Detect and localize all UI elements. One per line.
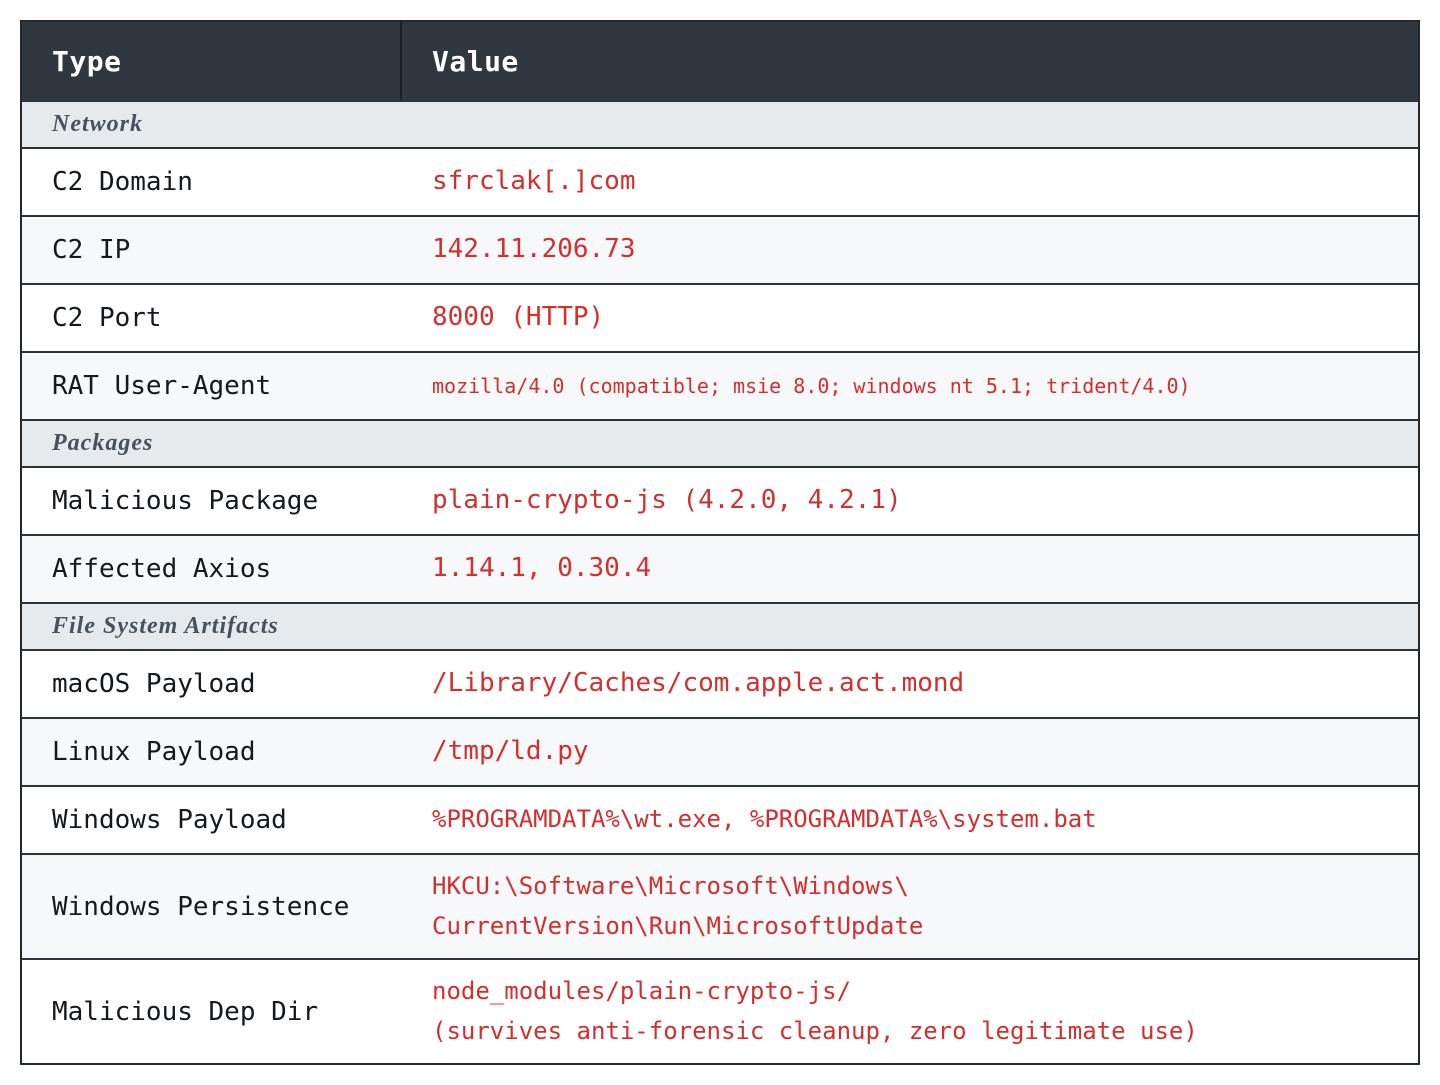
row-value: 1.14.1, 0.30.4 [432,553,652,584]
section-row: Packages [22,419,1418,466]
table-row: RAT User-Agent mozilla/4.0 (compatible; … [22,351,1418,419]
row-value: %PROGRAMDATA%\wt.exe, %PROGRAMDATA%\syst… [432,805,1097,834]
row-type: Windows Persistence [52,891,350,922]
column-header-type-label: Type [52,44,122,78]
row-type: RAT User-Agent [52,371,272,401]
row-type: C2 IP [52,235,131,265]
row-type: Malicious Package [52,486,319,516]
table-row: C2 Port 8000 (HTTP) [22,283,1418,351]
section-title: File System Artifacts [52,613,279,639]
table-header: Type Value [22,22,1418,100]
row-value: 142.11.206.73 [432,234,636,265]
row-type: Linux Payload [52,737,256,767]
row-value-line: CurrentVersion\Run\MicrosoftUpdate [432,911,924,940]
table-row: Windows Persistence HKCU:\Software\Micro… [22,853,1418,959]
row-value-line: (survives anti-forensic cleanup, zero le… [432,1016,1198,1045]
row-type: C2 Domain [52,167,193,197]
ioc-table: Type Value Network C2 Domain sfrclak[.]c… [20,20,1420,1066]
table-row: C2 Domain sfrclak[.]com [22,147,1418,215]
column-header-value: Value [402,22,1418,100]
section-title: Network [52,111,143,137]
row-type: macOS Payload [52,669,256,699]
table-row: Windows Payload %PROGRAMDATA%\wt.exe, %P… [22,785,1418,853]
table-row: Malicious Package plain-crypto-js (4.2.0… [22,466,1418,534]
table-row: C2 IP 142.11.206.73 [22,215,1418,283]
table-row: Affected Axios 1.14.1, 0.30.4 [22,534,1418,602]
column-header-value-label: Value [432,44,519,78]
row-type: Windows Payload [52,805,287,835]
table-row: Linux Payload /tmp/ld.py [22,717,1418,785]
section-row: Network [22,100,1418,147]
row-value: node_modules/plain-crypto-js/ (survives a… [402,960,1418,1063]
row-type: Malicious Dep Dir [52,996,319,1027]
row-value: 8000 (HTTP) [432,302,605,333]
row-type: C2 Port [52,303,162,333]
row-value: HKCU:\Software\Microsoft\Windows\ Current… [402,855,1418,958]
row-value: /tmp/ld.py [432,736,589,767]
table-row: macOS Payload /Library/Caches/com.apple.… [22,649,1418,717]
row-value-line: HKCU:\Software\Microsoft\Windows\ [432,872,909,900]
section-row: File System Artifacts [22,602,1418,649]
row-value: plain-crypto-js (4.2.0, 4.2.1) [432,485,902,516]
row-value: /Library/Caches/com.apple.act.mond [432,668,965,699]
table-body: Network C2 Domain sfrclak[.]com C2 IP 14… [22,100,1418,1064]
row-value: sfrclak[.]com [432,166,636,197]
column-header-type: Type [22,22,402,100]
row-value: mozilla/4.0 (compatible; msie 8.0; windo… [432,373,1191,398]
row-value-line: node_modules/plain-crypto-js/ [432,977,852,1006]
table-row: Malicious Dep Dir node_modules/plain-cry… [22,958,1418,1064]
section-title: Packages [52,430,154,456]
row-type: Affected Axios [52,554,272,584]
